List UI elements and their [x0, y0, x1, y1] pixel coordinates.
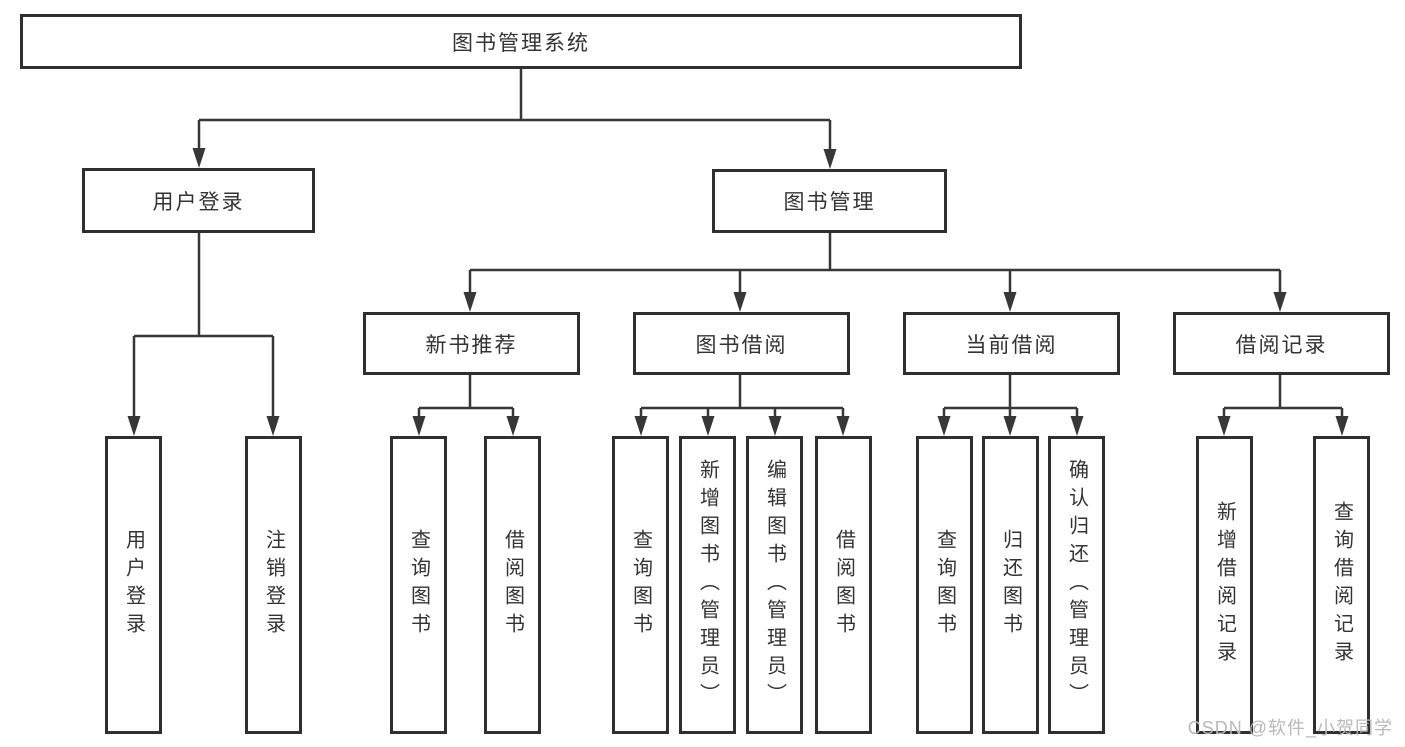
node-label: 查询图书	[407, 529, 430, 641]
node-label: 图书管理系统	[452, 31, 590, 55]
node-leaf-query-books-1: 查询图书	[390, 436, 447, 734]
node-label: 用户登录	[122, 529, 145, 641]
node-current-borrowing: 当前借阅	[903, 312, 1120, 375]
node-leaf-add-books-admin: 新增图书（管理员）	[679, 436, 736, 734]
node-label: 图书管理	[783, 191, 876, 214]
node-label: 当前借阅	[965, 333, 1058, 357]
node-leaf-query-books-3: 查询图书	[916, 436, 973, 734]
node-label: 借阅图书	[501, 529, 524, 641]
node-book-borrowing: 图书借阅	[633, 312, 850, 375]
node-label: 确认归还（管理员）	[1065, 459, 1088, 711]
node-leaf-add-borrow-record: 新增借阅记录	[1196, 436, 1253, 734]
node-user-login: 用户登录	[82, 168, 315, 233]
node-label: 查询图书	[933, 529, 956, 641]
node-leaf-borrow-books-1: 借阅图书	[484, 436, 541, 734]
node-label: 新书推荐	[425, 333, 518, 357]
node-borrowing-records: 借阅记录	[1173, 312, 1390, 375]
node-leaf-query-books-2: 查询图书	[612, 436, 669, 734]
arrowhead-icons	[127, 148, 1349, 436]
node-leaf-confirm-return-admin: 确认归还（管理员）	[1048, 436, 1105, 734]
node-leaf-user-login: 用户登录	[105, 436, 162, 734]
node-label: 图书借阅	[695, 333, 788, 357]
node-label: 用户登录	[152, 190, 245, 214]
node-label: 查询借阅记录	[1330, 501, 1353, 669]
node-label: 注销登录	[262, 529, 285, 641]
node-library-management-system: 图书管理系统	[20, 14, 1022, 69]
node-leaf-query-borrow-record: 查询借阅记录	[1313, 436, 1370, 734]
node-label: 查询图书	[629, 529, 652, 641]
node-leaf-logout: 注销登录	[245, 436, 302, 734]
node-label: 新增图书（管理员）	[696, 459, 719, 711]
node-new-book-recommendation: 新书推荐	[363, 312, 580, 375]
node-label: 编辑图书（管理员）	[763, 459, 786, 711]
node-label: 归还图书	[999, 529, 1022, 641]
node-leaf-edit-books-admin: 编辑图书（管理员）	[746, 436, 803, 734]
node-label: 借阅记录	[1235, 333, 1328, 357]
node-leaf-borrow-books-2: 借阅图书	[815, 436, 872, 734]
csdn-watermark: CSDN @软件_小贺同学	[1187, 718, 1393, 738]
node-label: 新增借阅记录	[1213, 501, 1236, 669]
node-book-management: 图书管理	[712, 169, 947, 233]
node-leaf-return-books: 归还图书	[982, 436, 1039, 734]
node-label: 借阅图书	[832, 529, 855, 641]
